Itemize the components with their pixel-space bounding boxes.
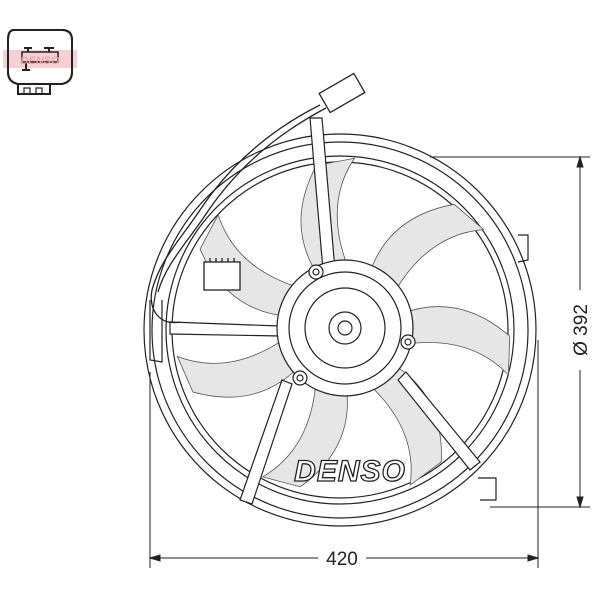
diameter-dimension-label: Ø 392 [571,304,592,356]
fan-blades [176,157,511,488]
diameter-label-bg [568,290,592,370]
fan-blade [176,337,300,398]
fan-blade [261,380,348,488]
dimension-lines [148,155,590,568]
connector-icon [3,29,77,95]
resistor-and-cable [150,72,366,324]
width-dimension-label: 420 [326,549,358,570]
fan-blade [199,213,301,317]
fan-blade [369,203,485,294]
width-label-bg [318,546,366,570]
denso-logo: DENSO [294,455,406,488]
connector-watermark: DENSO [20,55,60,67]
fan-blade [402,306,511,376]
fan-hub [276,259,416,397]
